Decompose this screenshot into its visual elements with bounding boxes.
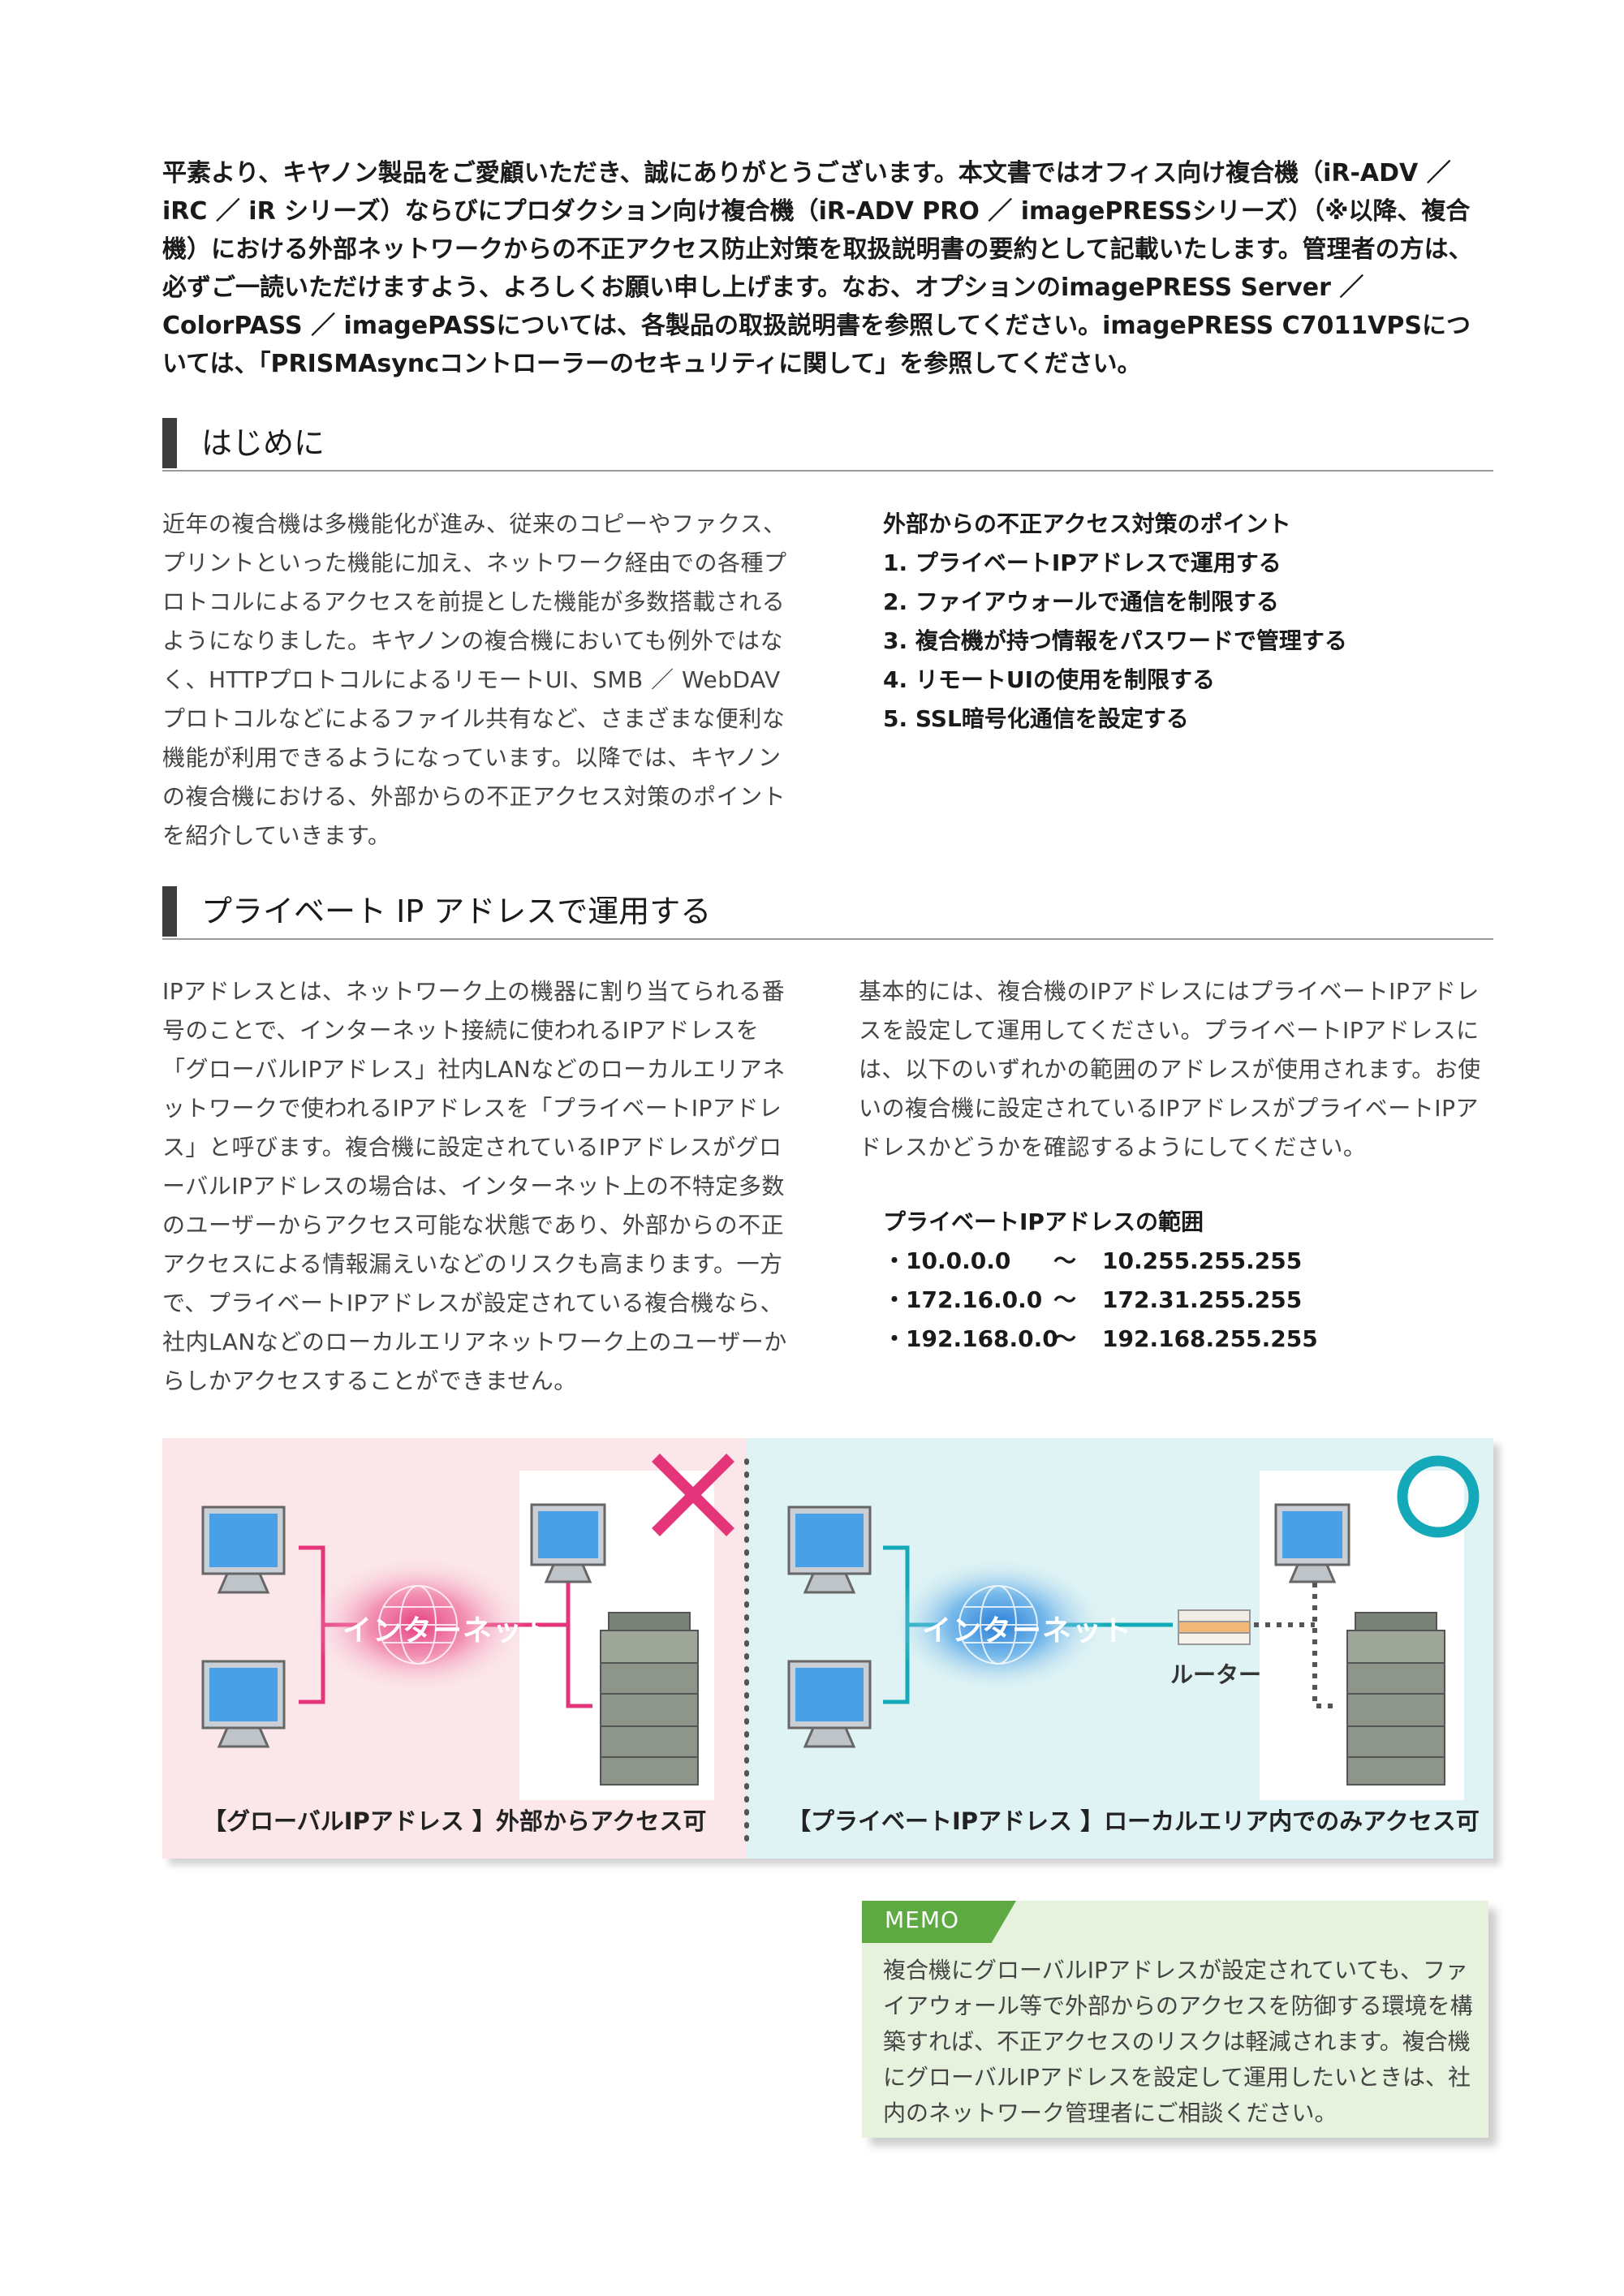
monitor-icon bbox=[787, 1506, 872, 1594]
range-to: 172.31.255.255 bbox=[1102, 1286, 1303, 1313]
diagram-graphics bbox=[201, 1454, 1480, 1846]
network-diagram: インターネット インターネット ルーター 【グローバルIPアドレス 】外部からア… bbox=[162, 1438, 1493, 1859]
memo-tag-label: MEMO bbox=[885, 1906, 960, 1933]
lan-connection-lines bbox=[1254, 1560, 1339, 1708]
range-from: ・10.0.0.0 bbox=[883, 1247, 1011, 1274]
points-title: 外部からの不正アクセス対策のポイント bbox=[883, 510, 1291, 537]
point-item: 1. プライベートIPアドレスで運用する bbox=[883, 549, 1282, 576]
intro-paragraph: 平素より、キヤノン製品をご愛顧いただき、誠にありがとうございます。本文書ではオフ… bbox=[162, 159, 1473, 378]
section-heading-private-ip: プライベート IP アドレスで運用する bbox=[162, 886, 1493, 940]
range-row: ・10.0.0.0 〜 10.255.255.255 bbox=[883, 1242, 1500, 1281]
private-ip-recommendation: 基本的には、複合機のIPアドレスにはプライベートIPアドレスを設定して運用してく… bbox=[859, 978, 1481, 1161]
range-sep: 〜 bbox=[1053, 1325, 1077, 1352]
point-item: 2. ファイアウォールで通信を制限する bbox=[883, 588, 1279, 615]
points-list: 外部からの不正アクセス対策のポイント 1. プライベートIPアドレスで運用する … bbox=[883, 505, 1500, 739]
section-heading-text: はじめに bbox=[201, 425, 325, 461]
memo-text: 複合機にグローバルIPアドレスが設定されていても、ファイアウォール等で外部からの… bbox=[883, 1957, 1473, 2126]
monitor-icon bbox=[530, 1503, 606, 1583]
range-title: プライベートIPアドレスの範囲 bbox=[883, 1208, 1204, 1235]
range-sep: 〜 bbox=[1053, 1286, 1077, 1313]
memo-box: MEMO 複合機にグローバルIPアドレスが設定されていても、ファイアウォール等で… bbox=[862, 1901, 1488, 2138]
point-item: 5. SSL暗号化通信を設定する bbox=[883, 705, 1189, 732]
cross-icon bbox=[652, 1454, 734, 1536]
monitor-icon bbox=[787, 1660, 872, 1748]
printer-icon bbox=[600, 1612, 699, 1786]
global-ip-caption: 【グローバルIPアドレス 】外部からアクセス可 bbox=[203, 1807, 707, 1835]
internet-label-private: インターネット bbox=[922, 1614, 1133, 1648]
printer-icon bbox=[1346, 1612, 1445, 1786]
range-from: ・192.168.0.0 bbox=[883, 1325, 1058, 1352]
range-from: ・172.16.0.0 bbox=[883, 1286, 1043, 1313]
ip-address-explanation: IPアドレスとは、ネットワーク上の機器に割り当てられる番号のことで、インターネッ… bbox=[162, 978, 787, 1394]
range-row: ・192.168.0.0 〜 192.168.255.255 bbox=[883, 1320, 1500, 1359]
range-row: ・172.16.0.0 〜 172.31.255.255 bbox=[883, 1281, 1500, 1320]
point-item: 3. 複合機が持つ情報をパスワードで管理する bbox=[883, 627, 1347, 654]
private-ip-caption: 【プライベートIPアドレス 】ローカルエリア内でのみアクセス可 bbox=[787, 1807, 1480, 1835]
memo-tag: MEMO bbox=[862, 1901, 1016, 1943]
section-heading-introduction: はじめに bbox=[162, 418, 1493, 472]
section-heading-text: プライベート IP アドレスで運用する bbox=[201, 894, 712, 929]
private-ip-ranges: プライベートIPアドレスの範囲 ・10.0.0.0 〜 10.255.255.2… bbox=[883, 1203, 1500, 1359]
monitor-icon bbox=[201, 1660, 286, 1748]
range-to: 192.168.255.255 bbox=[1102, 1325, 1318, 1352]
internet-label-global: インターネット bbox=[342, 1614, 554, 1648]
range-to: 10.255.255.255 bbox=[1102, 1247, 1303, 1274]
monitor-icon bbox=[201, 1506, 286, 1594]
range-sep: 〜 bbox=[1053, 1247, 1077, 1274]
globe-icon bbox=[958, 1585, 1038, 1665]
circle-ok-icon bbox=[1397, 1455, 1480, 1538]
router-label: ルーター bbox=[1170, 1661, 1262, 1688]
globe-icon bbox=[378, 1585, 458, 1665]
introduction-body: 近年の複合機は多機能化が進み、従来のコピーやファクス、プリントといった機能に加え… bbox=[162, 510, 787, 849]
monitor-icon bbox=[1274, 1503, 1350, 1583]
point-item: 4. リモートUIの使用を制限する bbox=[883, 666, 1216, 693]
router-icon bbox=[1178, 1609, 1251, 1645]
heading-bar bbox=[162, 418, 177, 468]
heading-bar bbox=[162, 886, 177, 937]
